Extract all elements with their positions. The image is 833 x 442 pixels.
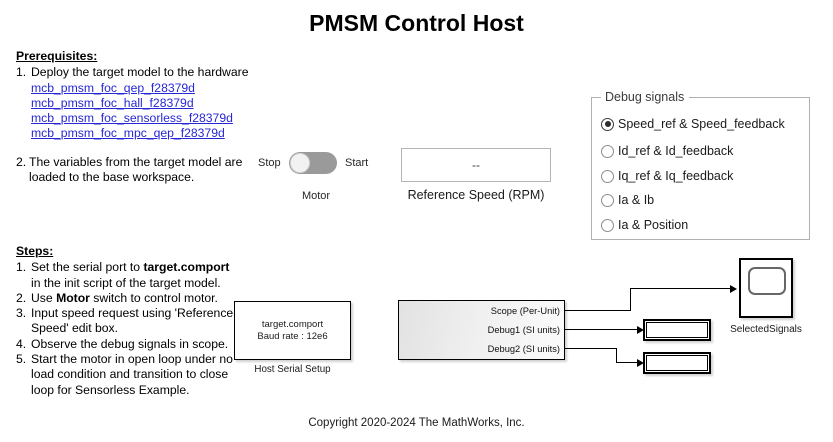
link-mcb-pmsm-foc-mpc-qep-f28379d[interactable]: mcb_pmsm_foc_mpc_qep_f28379d	[31, 126, 225, 141]
radio-button-icon[interactable]	[601, 144, 614, 158]
debug-signals-legend: Debug signals	[601, 90, 690, 104]
prerequisites-item-1: 1. Deploy the target model to the hardwa…	[16, 65, 266, 80]
steps-item-2-text: Use Motor switch to control motor.	[31, 291, 244, 306]
radio-label-0: Speed_ref & Speed_feedback	[618, 117, 785, 131]
radio-button-icon[interactable]	[601, 117, 614, 131]
wire-debug1-segment-1	[565, 329, 640, 330]
link-mcb-pmsm-foc-hall-f28379d[interactable]: mcb_pmsm_foc_hall_f28379d	[31, 95, 194, 110]
radio-iq-ref-iq-feedback[interactable]: Iq_ref & Iq_feedback	[601, 169, 733, 183]
host-serial-setup-block[interactable]: target.comport Baud rate : 12e6	[234, 301, 351, 360]
motor-start-label: Start	[345, 157, 369, 169]
wire-scope-segment-2	[630, 288, 631, 311]
steps-item-1-line2: in the init script of the target model.	[31, 275, 221, 290]
radio-label-4: Ia & Position	[618, 218, 689, 232]
radio-id-ref-id-feedback[interactable]: Id_ref & Id_feedback	[601, 144, 733, 158]
radio-label-2: Iq_ref & Iq_feedback	[618, 169, 734, 183]
steps-item-3: 3. Input speed request using 'Reference	[16, 306, 244, 321]
prerequisites-item-1-text: Deploy the target model to the hardware	[31, 65, 249, 80]
motor-stop-label: Stop	[258, 157, 281, 169]
scope-screen-icon	[748, 267, 786, 295]
model-link-list: mcb_pmsm_foc_qep_f28379d mcb_pmsm_foc_ha…	[31, 81, 266, 142]
steps-item-4: 4. Observe the debug signals in scope.	[16, 337, 244, 352]
steps-heading: Steps:	[16, 244, 54, 258]
steps-item-3-line2: Speed' edit box.	[31, 321, 119, 336]
selected-signals-scope-block[interactable]	[739, 258, 793, 318]
steps-item-1: 1. Set the serial port to target.comport	[16, 260, 244, 275]
steps-item-5-number: 5.	[16, 352, 27, 367]
reference-speed-value: --	[472, 158, 480, 172]
wire-debug2-segment-2	[616, 348, 617, 363]
prerequisites-item-2-text: The variables from the target model are …	[29, 154, 243, 185]
debug-signals-panel	[591, 97, 810, 240]
steps-item-2-pre: Use	[31, 290, 57, 305]
host-serial-baudrate: Baud rate : 12e6	[257, 330, 328, 342]
reference-speed-input[interactable]: --	[401, 148, 551, 182]
radio-button-icon[interactable]	[601, 169, 614, 183]
link-mcb-pmsm-foc-sensorless-f28379d[interactable]: mcb_pmsm_foc_sensorless_f28379d	[31, 111, 233, 126]
wire-debug2-segment-3	[616, 362, 641, 363]
steps-item-4-number: 4.	[16, 336, 27, 351]
port-label-debug2-si-units: Debug2 (SI units)	[487, 344, 560, 354]
wire-debug2-arrowhead	[637, 359, 644, 367]
port-label-scope-per-unit: Scope (Per-Unit)	[490, 306, 560, 316]
steps-item-3-text: Input speed request using 'Reference	[31, 306, 234, 321]
wire-debug1-arrowhead	[637, 326, 644, 334]
radio-button-icon[interactable]	[601, 193, 614, 207]
host-subsystem-block[interactable]: Scope (Per-Unit) Debug1 (SI units) Debug…	[398, 300, 565, 360]
link-mcb-pmsm-foc-qep-f28379d[interactable]: mcb_pmsm_foc_qep_f28379d	[31, 80, 195, 95]
radio-button-icon[interactable]	[601, 218, 614, 232]
steps-section: Steps: 1. Set the serial port to target.…	[16, 244, 244, 398]
prerequisites-item-2-number: 2.	[16, 154, 27, 169]
steps-item-2-post: switch to control motor.	[89, 290, 218, 305]
motor-toggle-knob[interactable]	[290, 153, 310, 173]
steps-item-2-bold: Motor	[56, 290, 90, 305]
prerequisites-section: Prerequisites: 1. Deploy the target mode…	[16, 49, 266, 185]
wire-scope-segment-3	[630, 288, 730, 289]
wire-scope-arrowhead	[730, 285, 737, 293]
steps-item-2: 2. Use Motor switch to control motor.	[16, 291, 244, 306]
selected-signals-caption: SelectedSignals	[730, 324, 802, 335]
display-block-debug2[interactable]	[643, 352, 711, 374]
steps-item-1-pre: Set the serial port to	[31, 260, 144, 275]
wire-scope-segment-1	[565, 310, 631, 311]
wire-debug2-segment-1	[565, 348, 617, 349]
steps-item-5-line2: load condition and transition to close	[31, 367, 229, 382]
prerequisites-item-2: 2. The variables from the target model a…	[16, 155, 266, 186]
prerequisites-heading: Prerequisites:	[16, 49, 98, 63]
reference-speed-label: Reference Speed (RPM)	[407, 188, 545, 202]
steps-item-4-text: Observe the debug signals in scope.	[31, 336, 229, 351]
radio-speed-ref-speed-feedback[interactable]: Speed_ref & Speed_feedback	[601, 117, 785, 131]
display-block-debug1[interactable]	[643, 319, 711, 341]
host-serial-setup-caption: Host Serial Setup	[254, 364, 331, 375]
radio-label-1: Id_ref & Id_feedback	[618, 144, 734, 158]
port-label-debug1-si-units: Debug1 (SI units)	[487, 325, 560, 335]
steps-item-5-text: Start the motor in open loop under no	[31, 352, 233, 367]
steps-item-3-number: 3.	[16, 306, 27, 321]
steps-item-2-number: 2.	[16, 290, 27, 305]
radio-label-3: Ia & Ib	[618, 193, 655, 207]
motor-caption: Motor	[301, 190, 331, 202]
radio-ia-ib[interactable]: Ia & Ib	[601, 193, 654, 207]
steps-item-5-line3: loop for Sensorless Example.	[31, 382, 190, 397]
steps-item-1-text: Set the serial port to target.comport	[31, 260, 244, 275]
radio-ia-position[interactable]: Ia & Position	[601, 218, 688, 232]
copyright-notice: Copyright 2020-2024 The MathWorks, Inc.	[308, 417, 525, 429]
motor-toggle-switch[interactable]	[289, 152, 337, 174]
steps-item-1-bold: target.comport	[143, 260, 230, 275]
host-serial-comport: target.comport	[261, 318, 324, 330]
steps-item-5: 5. Start the motor in open loop under no	[16, 352, 244, 367]
page-title: PMSM Control Host	[309, 10, 524, 36]
prerequisites-item-1-number: 1.	[16, 65, 27, 80]
steps-item-1-number: 1.	[16, 260, 27, 275]
